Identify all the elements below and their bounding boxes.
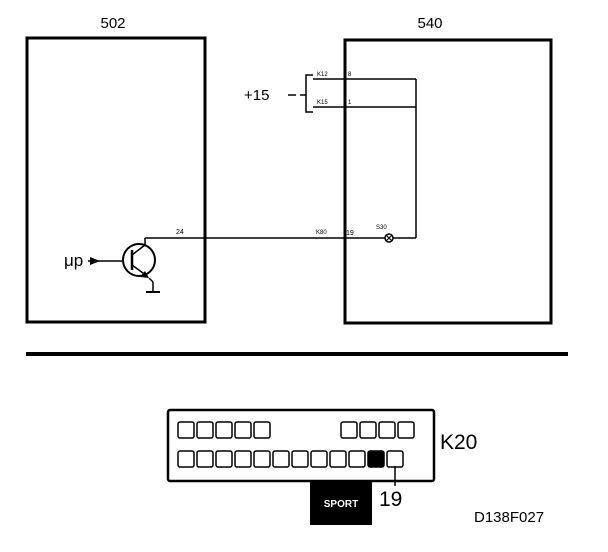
wire-k12-label: K12 xyxy=(317,72,328,78)
connector-pin-cavity xyxy=(340,421,358,439)
connector-pin-cavity xyxy=(253,450,271,468)
arrow-right-icon xyxy=(88,257,122,265)
connector-pin-cavity xyxy=(215,421,233,439)
connector-pin-cavity xyxy=(215,450,233,468)
lamp-s30-label: S30 xyxy=(376,225,387,231)
connector-pin-cavity xyxy=(234,450,252,468)
connector-pins xyxy=(177,421,415,468)
sport-button-label: SPORT xyxy=(324,499,358,510)
module-502-box xyxy=(25,36,207,324)
connector-pin-cavity xyxy=(378,421,396,439)
transistor-icon xyxy=(122,238,160,293)
connector-pin-19-cavity xyxy=(367,450,385,468)
wire-k15-label: K15 xyxy=(317,100,328,106)
connector-pin-cavity xyxy=(234,421,252,439)
pin-8-label: 8 xyxy=(348,72,352,78)
module-540-label: 540 xyxy=(417,15,442,32)
lamp-icon xyxy=(384,233,394,243)
connector-k20-label: K20 xyxy=(440,431,477,454)
figure-id: D138F027 xyxy=(474,509,544,526)
connector-pin-cavity xyxy=(177,450,195,468)
wire-k80-label: K80 xyxy=(316,230,327,236)
connector-pin-cavity xyxy=(272,450,290,468)
connector-pin-cavity xyxy=(196,450,214,468)
connector-pin-cavity xyxy=(196,421,214,439)
connector-pin-cavity xyxy=(291,450,309,468)
pin-19-label: 19 xyxy=(346,230,354,237)
connector-pin-cavity xyxy=(386,450,404,468)
connector-pin-cavity xyxy=(348,450,366,468)
connector-pin-cavity xyxy=(177,421,195,439)
connector-pin-19-label: 19 xyxy=(379,488,402,511)
connector-pin-cavity xyxy=(310,450,328,468)
supply-label: +15 xyxy=(244,87,269,104)
connector-pin-cavity xyxy=(253,421,271,439)
module-540-box xyxy=(343,38,553,325)
sport-button xyxy=(310,481,372,525)
pin-24-label: 24 xyxy=(176,229,184,236)
pin-1-label: 1 xyxy=(348,100,352,106)
supply-bracket xyxy=(305,74,313,113)
connector-pin-cavity xyxy=(329,450,347,468)
connector-pin-cavity xyxy=(397,421,415,439)
connector-pin-cavity xyxy=(359,421,377,439)
microprocessor-label: μp xyxy=(64,251,83,270)
connector-k20-housing xyxy=(166,408,436,483)
module-502-label: 502 xyxy=(100,15,125,32)
